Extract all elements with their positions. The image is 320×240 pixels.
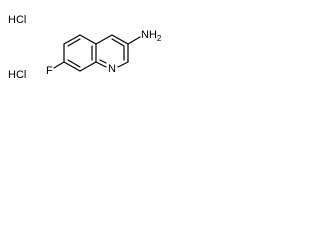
- bond-c8a-n1: [95, 61, 107, 68]
- bond-n1-c2: [117, 61, 129, 68]
- amine-subscript: 2: [157, 34, 162, 43]
- bond-c3-c4: [111, 34, 129, 45]
- amine-n: NH: [141, 29, 157, 41]
- bond-c7-f: [53, 61, 65, 69]
- fluorine-label: F: [46, 65, 53, 77]
- amine-label: NH2: [141, 29, 162, 43]
- double-bond-n1-c8a: [99, 59, 107, 64]
- bond-c3-nh2: [127, 36, 141, 45]
- hcl-top-label: HCl: [8, 14, 26, 26]
- ring-nitrogen-label: N: [108, 63, 116, 75]
- bond-c4a-c5: [79, 34, 97, 45]
- double-bond-c3-c4: [111, 38, 125, 47]
- hcl-bottom-label: HCl: [8, 69, 26, 81]
- bond-c8-c8a: [79, 61, 97, 72]
- quinoline-structure: N F NH2 HCl HCl: [8, 14, 162, 81]
- bond-c4-c4a: [95, 34, 113, 45]
- structure-canvas: N F NH2 HCl HCl: [0, 0, 193, 120]
- double-bond-c5-c6: [67, 38, 81, 47]
- double-bond-c7-c8: [67, 59, 81, 68]
- bond-c5-c6: [63, 34, 81, 45]
- bond-c7-c8: [63, 61, 81, 72]
